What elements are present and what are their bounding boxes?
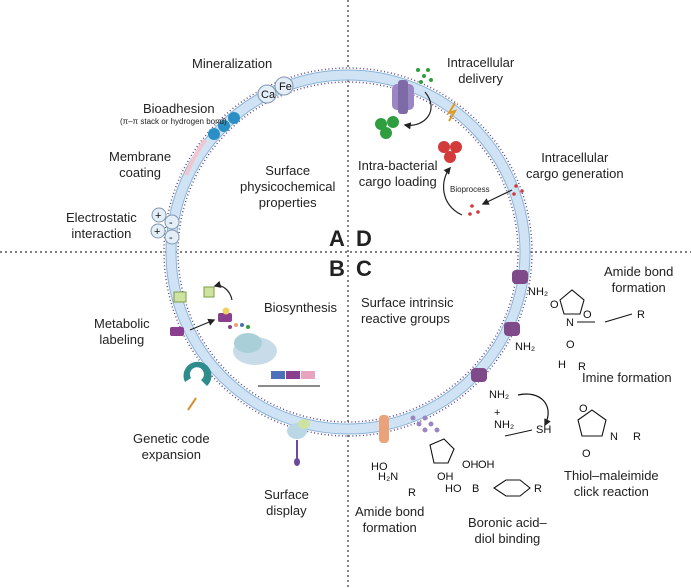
maleimide-ring (577, 409, 607, 437)
cyclohexane-ring (493, 479, 531, 497)
svg-text:O: O (566, 339, 575, 351)
bioadhesion-spheres (208, 112, 240, 140)
svg-text:+: + (155, 210, 161, 222)
cargo-precursors (468, 184, 524, 216)
svg-text:N: N (566, 317, 574, 329)
svg-text:N: N (610, 431, 618, 443)
label-boronic-acid: Boronic acid– diol binding (468, 515, 547, 546)
svg-text:B: B (472, 483, 479, 495)
label-intracellular-generation: Intracellular cargo generation (526, 150, 624, 181)
svg-text:R: R (637, 309, 645, 321)
label-thiol-maleimide: Thiol–maleimide click reaction (564, 468, 659, 499)
svg-text:R: R (408, 487, 416, 499)
trna-dots (228, 323, 250, 329)
label-imine-formation: Imine formation (582, 370, 672, 385)
nh2-amine-c: NH₂ (489, 389, 509, 401)
label-surface-display: Surface display (264, 487, 309, 518)
metabolic-label-glyphs (170, 286, 232, 336)
center-physicochemical: Surface physicochemical properties (240, 163, 336, 210)
svg-text:OH: OH (462, 459, 479, 471)
quadrant-a-letter: A (329, 226, 345, 251)
nh2-amine-b: NH₂ (515, 341, 535, 353)
label-amide-bond-bottom: Amide bond formation (355, 504, 425, 535)
energy-bolt-icon (446, 102, 458, 122)
svg-text:-: - (169, 232, 173, 244)
svg-text:R: R (578, 361, 586, 373)
mineral-ions: Ca Fe (257, 76, 294, 104)
quadrant-b-letter: B (329, 256, 345, 281)
label-electrostatic: Electrostatic interaction (66, 210, 137, 241)
nh2-amine-a: NH₂ (528, 286, 548, 298)
svg-text:O: O (583, 309, 592, 321)
svg-text:+: + (494, 407, 500, 419)
cyclopentane-diol (429, 438, 455, 464)
center-cargo-loading: Intra-bacterial cargo loading (358, 158, 438, 189)
label-mineralization: Mineralization (192, 56, 273, 71)
svg-text:-: - (169, 217, 173, 229)
svg-text:OH: OH (437, 471, 454, 483)
mrna-strand (258, 371, 320, 387)
svg-text:O: O (550, 299, 559, 311)
svg-text:SH: SH (536, 424, 551, 436)
charge-spheres: + - + - (150, 207, 180, 245)
label-intracellular-delivery: Intracellular delivery (447, 55, 515, 86)
quadrant-d-letter: D (356, 226, 372, 251)
surface-proteins-c (379, 270, 528, 443)
surface-display-protein (287, 419, 310, 466)
label-bioadhesion-note: (π–π stack or hydrogen bond) (120, 117, 227, 126)
quadrant-c-letter: C (356, 256, 372, 281)
svg-text:OH: OH (478, 459, 495, 471)
svg-text:+: + (154, 226, 160, 238)
svg-text:O: O (582, 448, 591, 460)
membrane-coating-arc (184, 138, 207, 176)
svg-text:H₂N: H₂N (378, 471, 398, 483)
loaded-cargo (438, 141, 462, 163)
center-biosynthesis: Biosynthesis (264, 300, 337, 315)
svg-text:O: O (579, 403, 588, 415)
label-metabolic-labeling: Metabolic labeling (94, 316, 150, 347)
fe-label: Fe (279, 81, 292, 93)
svg-text:H: H (558, 359, 566, 371)
diol-particles (410, 415, 440, 433)
nhs-ester-ring (559, 289, 585, 315)
delivery-particles (375, 68, 433, 139)
label-genetic-code: Genetic code expansion (133, 431, 210, 462)
ribosome-icon (233, 333, 277, 365)
label-membrane-coating: Membrane coating (109, 149, 172, 180)
membrane-transporter (392, 80, 414, 114)
svg-text:NH₂: NH₂ (494, 419, 514, 431)
ca-label: Ca (261, 89, 276, 101)
bacterial-membrane (163, 67, 533, 437)
svg-text:HO: HO (445, 483, 462, 495)
svg-text:HO: HO (371, 461, 388, 473)
genetic-code-protein (183, 361, 212, 386)
label-bioadhesion: Bioadhesion (143, 101, 215, 116)
label-amide-bond-top: Amide bond formation (604, 264, 674, 295)
svg-text:R: R (534, 483, 542, 495)
label-bioprocess: Bioprocess (450, 185, 490, 194)
svg-text:R: R (633, 431, 641, 443)
center-intrinsic-groups: Surface intrinsic reactive groups (361, 295, 454, 326)
